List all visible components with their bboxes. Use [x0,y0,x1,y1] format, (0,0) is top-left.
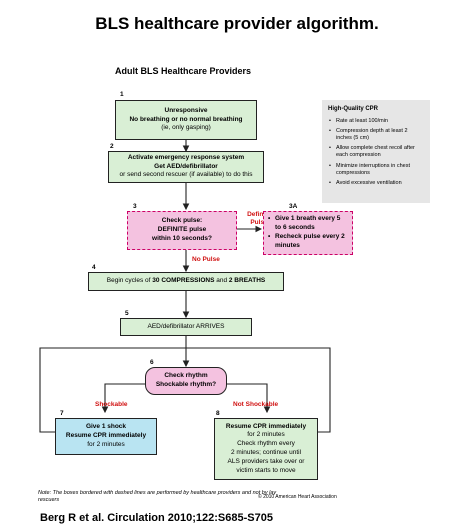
cpr-panel-item: Allow complete chest recoil after each c… [328,145,424,159]
step-3-number: 3 [133,203,137,210]
step-3-line-3: within 10 seconds? [152,234,212,242]
step-1-line-1: Unresponsive [164,106,208,114]
step-6-line-1: Check rhythm [164,372,208,380]
step-3a-box: Give 1 breath every 5 to 6 seconds Reche… [263,211,353,255]
step-7-line-3: for 2 minutes [87,440,125,448]
step-1-line-2: No breathing or no normal breathing [129,115,243,123]
step-8-number: 8 [216,410,220,417]
definite-pulse-label: Definite Pulse [247,211,271,226]
cpr-panel-item: Minimize interruptions in chest compress… [328,163,424,177]
step-1-line-3: (ie, only gasping) [161,124,211,132]
shockable-label: Shockable [95,401,128,408]
arrow-6-7 [101,383,145,414]
step-8-line-4: 2 minutes; continue until [230,449,302,456]
step-3-line-1: Check pulse: [161,217,203,225]
step-3-line-2: DEFINITE pulse [157,226,207,234]
step-3a-number: 3A [289,203,298,210]
step-2-line-3: or send second rescuer (if available) to… [119,171,253,179]
step-4-text-mid: and [214,277,229,285]
step-5-line-1: AED/defibrillator ARRIVES [147,322,225,330]
cpr-panel-item: Compression depth at least 2 inches (5 c… [328,128,424,142]
step-2-box: Activate emergency response system Get A… [108,151,264,183]
step-3a-item: Give 1 breath every 5 to 6 seconds [268,215,348,233]
step-5-number: 5 [125,310,129,317]
loop-7-back [39,347,186,433]
not-shockable-label: Not Shockable [233,401,279,408]
no-pulse-label: No Pulse [192,256,220,263]
step-8-line-6: victim starts to move [236,466,296,474]
cpr-panel-item: Avoid excessive ventilation [328,180,424,187]
step-4-text: Begin cycles of 30 COMPRESSIONS and 2 BR… [107,277,266,286]
loop-8-back [186,347,331,433]
step-7-number: 7 [60,410,64,417]
step-5-box: AED/defibrillator ARRIVES [120,318,252,336]
step-6-number: 6 [150,359,154,366]
step-4-compressions: 30 COMPRESSIONS [152,277,215,285]
cpr-panel-title: High-Quality CPR [328,106,379,112]
step-2-number: 2 [110,143,114,150]
footnote: Note: The boxes bordered with dashed lin… [38,490,277,504]
step-6-line-2: Shockable rhythm? [155,381,217,388]
step-8-line-1: Resume CPR immediately [225,422,307,430]
step-8-line-2: for 2 minutes [247,431,285,439]
high-quality-cpr-panel: High-Quality CPR Rate at least 100/min C… [322,100,430,203]
step-2-line-2: Get AED/defibrillator [154,162,218,170]
step-1-number: 1 [120,91,124,98]
step-8-line-3: Check rhythm every [237,440,295,448]
page-title: BLS healthcare provider algorithm. [95,14,379,33]
step-3a-item: Recheck pulse every 2 minutes [268,233,348,251]
step-4-breaths: 2 BREATHS [228,277,266,285]
copyright-notice: © 2010 American Heart Association [258,494,337,500]
arrow-6-8 [227,383,271,414]
citation: Berg R et al. Circulation 2010;122:S685-… [40,512,273,524]
step-3a-list: Give 1 breath every 5 to 6 seconds Reche… [268,215,348,250]
step-4-box: Begin cycles of 30 COMPRESSIONS and 2 BR… [88,272,284,291]
algorithm-subtitle: Adult BLS Healthcare Providers [115,66,252,76]
step-6-box: Check rhythm Shockable rhythm? [145,367,227,395]
step-8-box: Resume CPR immediately for 2 minutes Che… [214,418,318,480]
step-7-line-1: Give 1 shock [85,423,127,431]
step-4-number: 4 [92,264,96,271]
step-4-text-pre: Begin cycles of [106,277,153,285]
step-8-line-5: ALS providers take over or [227,457,305,465]
step-7-box: Give 1 shock Resume CPR immediately for … [55,418,157,455]
step-2-line-1: Activate emergency response system [127,153,245,161]
step-7-line-2: Resume CPR immediately [65,432,147,440]
step-1-box: Unresponsive No breathing or no normal b… [115,100,257,140]
cpr-panel-item: Rate at least 100/min [328,118,424,125]
step-3-box: Check pulse: DEFINITE pulse within 10 se… [127,211,237,250]
